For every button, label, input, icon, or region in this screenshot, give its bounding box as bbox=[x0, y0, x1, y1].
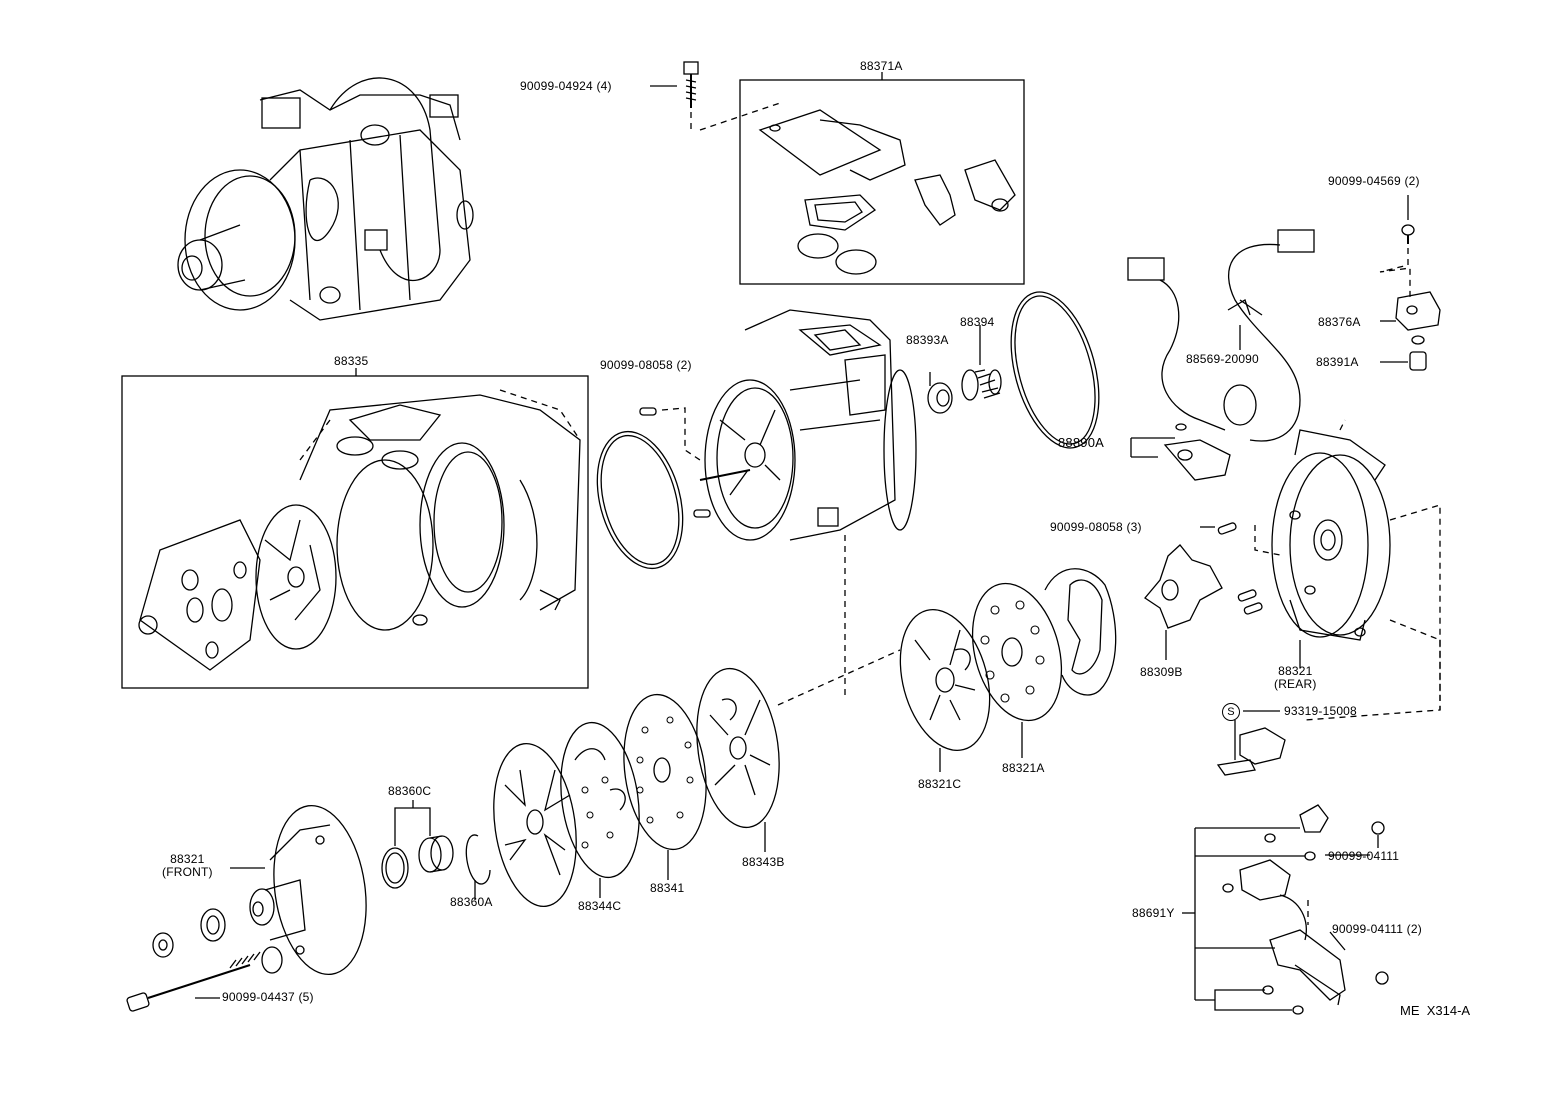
cap-88391a bbox=[1380, 335, 1427, 371]
compressor-housing bbox=[699, 309, 917, 541]
compressor-assembly-illustration bbox=[177, 77, 474, 321]
label-88371a: 88371A bbox=[860, 59, 903, 73]
label-90099-08058-b: 90099-08058 (3) bbox=[1050, 520, 1142, 534]
label-88341: 88341 bbox=[650, 881, 685, 895]
diagram-code: ME X314-A bbox=[1400, 1003, 1471, 1018]
rear-head-88321 bbox=[1254, 419, 1441, 721]
disc-88343b bbox=[696, 667, 780, 852]
label-88335: 88335 bbox=[334, 354, 369, 368]
label-88343b: 88343B bbox=[742, 855, 785, 869]
front-head-88321 bbox=[230, 804, 367, 976]
valve-88309b bbox=[1144, 544, 1223, 660]
o-ring-front bbox=[596, 430, 684, 570]
wire-harness-88569 bbox=[1127, 229, 1315, 481]
bolt-90099-04924 bbox=[650, 61, 699, 130]
cover-88376a bbox=[1380, 291, 1441, 331]
label-88321c: 88321C bbox=[918, 777, 962, 791]
bolt-90099-04437 bbox=[126, 951, 261, 1012]
label-93319-15008: 93319-15008 bbox=[1284, 704, 1357, 718]
label-90099-04111-a: 90099-04111 bbox=[1328, 849, 1400, 863]
label-90099-08058-a: 90099-08058 (2) bbox=[600, 358, 692, 372]
label-88321-rear: 88321 (REAR) bbox=[1274, 664, 1317, 692]
label-88360a: 88360A bbox=[450, 895, 493, 909]
label-90099-04924: 90099-04924 (4) bbox=[520, 79, 612, 93]
label-88691y: 88691Y bbox=[1132, 906, 1175, 920]
label-90099-04111-b: 90099-04111 (2) bbox=[1332, 922, 1422, 936]
label-88309b: 88309B bbox=[1140, 665, 1183, 679]
label-90099-04569: 90099-04569 (2) bbox=[1328, 174, 1420, 188]
disc-88344c bbox=[560, 721, 640, 898]
o-ring-rear bbox=[1010, 291, 1100, 449]
seal-88360c-sleeve bbox=[418, 835, 454, 873]
label-90099-04437: 90099-04437 (5) bbox=[222, 990, 314, 1004]
box-88335 bbox=[121, 368, 589, 689]
pin-90099-08058-a bbox=[639, 407, 657, 416]
label-88360c: 88360C bbox=[388, 784, 432, 798]
seal-88360c-ring bbox=[381, 847, 409, 889]
nut-front bbox=[152, 932, 174, 958]
bracket-93319 bbox=[1216, 710, 1286, 776]
bearing-front bbox=[261, 946, 283, 974]
label-88393a: 88393A bbox=[906, 333, 949, 347]
symbol-s: S bbox=[1222, 703, 1240, 721]
label-88391a: 88391A bbox=[1316, 355, 1359, 369]
label-88321-front: 88321 (FRONT) bbox=[162, 852, 213, 880]
label-88394: 88394 bbox=[960, 315, 995, 329]
label-88890a: 88890A bbox=[1058, 435, 1105, 450]
plate-88321a bbox=[971, 582, 1063, 758]
label-88321a: 88321A bbox=[1002, 761, 1045, 775]
label-88569-20090: 88569-20090 bbox=[1186, 352, 1259, 366]
connector-88691y bbox=[1222, 804, 1346, 1015]
label-88344c: 88344C bbox=[578, 899, 622, 913]
label-88376a: 88376A bbox=[1318, 315, 1361, 329]
box-88371a bbox=[699, 72, 1025, 285]
plate-88321a-gasket bbox=[1044, 568, 1117, 696]
bolt-90099-04569 bbox=[1379, 195, 1415, 300]
snap-ring-88360a bbox=[465, 834, 491, 885]
bracket-lines-88691y bbox=[1182, 827, 1305, 1011]
washer-front bbox=[200, 908, 226, 942]
plug-88393a bbox=[927, 372, 953, 414]
spring-88394 bbox=[961, 325, 1002, 401]
disc-88344-star bbox=[493, 742, 577, 908]
screw-90099-04111 bbox=[1325, 821, 1389, 985]
disc-88341 bbox=[623, 693, 707, 880]
plate-88321c bbox=[899, 608, 991, 772]
